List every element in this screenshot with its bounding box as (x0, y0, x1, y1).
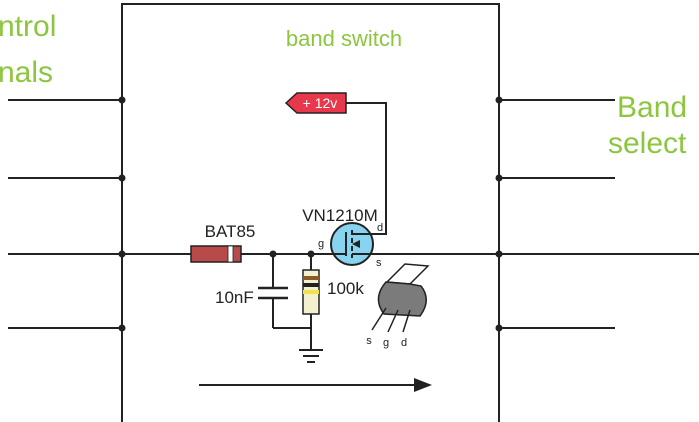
arrow-head (414, 378, 432, 392)
drain-pin-label: d (377, 222, 383, 234)
control-label-line1: ntrol (0, 10, 56, 43)
package-lead-g (387, 309, 399, 333)
capacitor-10nf (258, 250, 311, 329)
capacitor-label: 10nF (215, 288, 254, 307)
supply-label: + 12v (303, 95, 338, 111)
package-pin-d: d (401, 337, 407, 349)
package-lead-s (371, 307, 387, 331)
junction-dot (495, 96, 503, 104)
supply-wire (346, 102, 387, 235)
diode-bat85: BAT85 (190, 222, 256, 263)
source-pin-label: s (376, 257, 382, 269)
diode-cathode-band (227, 245, 234, 263)
resistor-label: 100k (327, 279, 364, 298)
control-label-line2: nals (0, 56, 53, 89)
to92-package-icon: s g d (366, 263, 430, 349)
package-pin-g: g (383, 337, 389, 349)
junction-dot (118, 174, 126, 182)
ground-symbol (299, 349, 323, 363)
transistor-vn1210m: VN1210M g d s (302, 206, 383, 269)
signal-flow-arrow-icon (199, 378, 432, 392)
band-select-label-line2: select (608, 127, 687, 160)
resistor-band-brown (303, 276, 319, 280)
block-title: band switch (286, 26, 402, 51)
transistor-label: VN1210M (302, 206, 378, 225)
resistor-band-black (303, 283, 319, 287)
band-select-lines (499, 99, 699, 329)
resistor-band-yellow (303, 290, 319, 294)
supply-tag-shape (284, 92, 347, 114)
package-top (385, 263, 430, 285)
junction-dot (495, 174, 503, 182)
junction-dot (118, 96, 126, 104)
package-body (377, 281, 427, 317)
band-select-label-line1: Band (617, 91, 687, 124)
control-signal-lines (8, 99, 122, 329)
diode-label: BAT85 (205, 222, 256, 241)
band-switch-block (121, 3, 500, 422)
diode-body (190, 245, 242, 263)
package-pin-s: s (366, 335, 372, 347)
supply-tag: + 12v (284, 92, 347, 114)
gate-pin-label: g (318, 238, 324, 250)
channel-arrow-icon (352, 240, 360, 248)
resistor-100k: 100k (302, 250, 364, 350)
junction-dot (118, 324, 126, 332)
package-lead-d (402, 309, 411, 333)
junction-dot (495, 324, 503, 332)
